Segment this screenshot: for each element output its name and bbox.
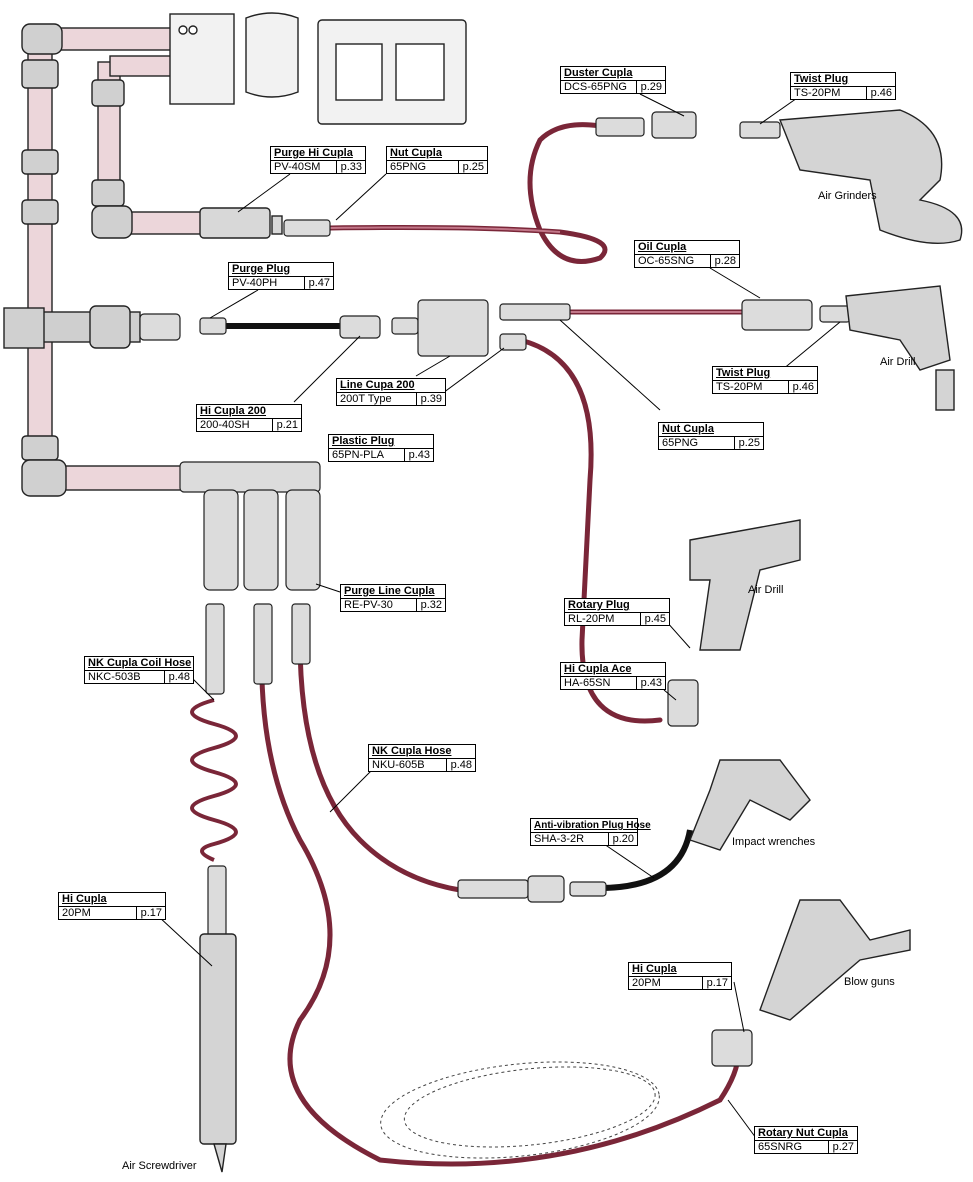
line-cupa-body	[417, 299, 489, 357]
coupler	[199, 317, 227, 335]
caption-air-screwdriver: Air Screwdriver	[122, 1160, 197, 1172]
coupler	[207, 865, 227, 937]
coupler	[283, 219, 331, 237]
air-tank	[245, 12, 299, 98]
coupler	[651, 111, 697, 139]
blow-gun-shape	[759, 899, 911, 1021]
coupler	[339, 315, 381, 339]
coupler	[711, 1029, 753, 1067]
coupler	[739, 121, 781, 139]
fitting-ring	[21, 149, 59, 175]
valve-body	[89, 305, 131, 349]
tee-fitting	[3, 307, 45, 349]
coupler	[595, 117, 645, 137]
coupler	[499, 303, 571, 321]
fitting-ring	[21, 59, 59, 89]
coupler	[457, 879, 529, 899]
elbow-fitting	[21, 459, 67, 497]
hose-plastic	[517, 337, 663, 724]
oil-cupla-body	[741, 299, 813, 331]
coupler	[139, 313, 181, 341]
air-grinder-shape	[778, 109, 963, 244]
coupler	[205, 603, 225, 695]
purge-valve	[199, 207, 271, 239]
air-drill-top-shape	[845, 285, 951, 371]
hose-nk-1	[259, 637, 741, 1167]
manifold-outlet	[203, 489, 239, 591]
coupler	[527, 875, 565, 903]
coupler	[569, 881, 607, 897]
fitting-ring	[21, 199, 59, 225]
fitting-ring	[91, 179, 125, 207]
dashed-hose-loop	[380, 1061, 660, 1159]
elbow-fitting	[21, 23, 63, 55]
coupler	[819, 305, 851, 323]
fitting-ring	[21, 435, 59, 461]
caption-air-grinders: Air Grinders	[818, 190, 877, 202]
hose-nk-2	[297, 637, 463, 893]
elbow-fitting	[91, 205, 133, 239]
caption-air-drill-mid: Air Drill	[748, 584, 784, 596]
manifold-outlet	[243, 489, 279, 591]
manifold-outlet	[285, 489, 321, 591]
coil-hose	[190, 698, 238, 862]
caption-blow-guns: Blow guns	[844, 976, 895, 988]
pipe-vertical-main	[27, 39, 53, 491]
coupler	[391, 317, 419, 335]
coupler	[499, 333, 527, 351]
manifold	[179, 461, 321, 493]
caption-impact-wrenches: Impact wrenches	[732, 836, 816, 848]
fitting-ring	[91, 79, 125, 107]
caption-air-drill-top: Air Drill	[880, 356, 916, 368]
coupler	[253, 603, 273, 685]
coupler	[291, 603, 311, 665]
air-drill-mid-shape	[689, 519, 801, 651]
anti-vibration-hose	[599, 829, 693, 891]
coupler	[667, 679, 699, 727]
air-screwdriver-shape	[199, 933, 237, 1145]
impact-wrench-shape	[689, 759, 811, 851]
